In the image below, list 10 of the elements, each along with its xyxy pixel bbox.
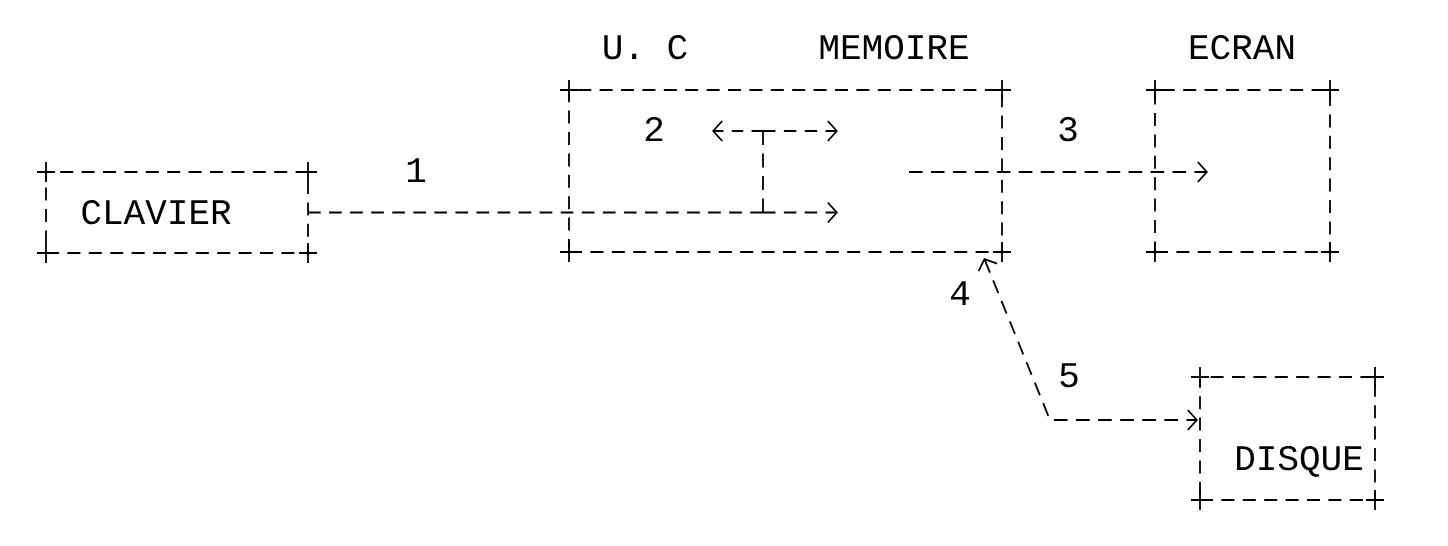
box-heading: MEMOIRE <box>820 34 968 60</box>
arrow <box>977 258 1198 431</box>
box-heading: U. C <box>604 34 687 60</box>
device-box: DISQUE <box>1190 366 1385 511</box>
device-box: CLAVIER <box>36 161 318 264</box>
edge-label: 5 <box>1058 363 1080 388</box>
box-heading: ECRAN <box>1190 34 1294 60</box>
edge-label: 3 <box>1057 116 1079 142</box>
step-number: 4 <box>951 281 969 305</box>
edge-label: 1 <box>405 158 427 182</box>
